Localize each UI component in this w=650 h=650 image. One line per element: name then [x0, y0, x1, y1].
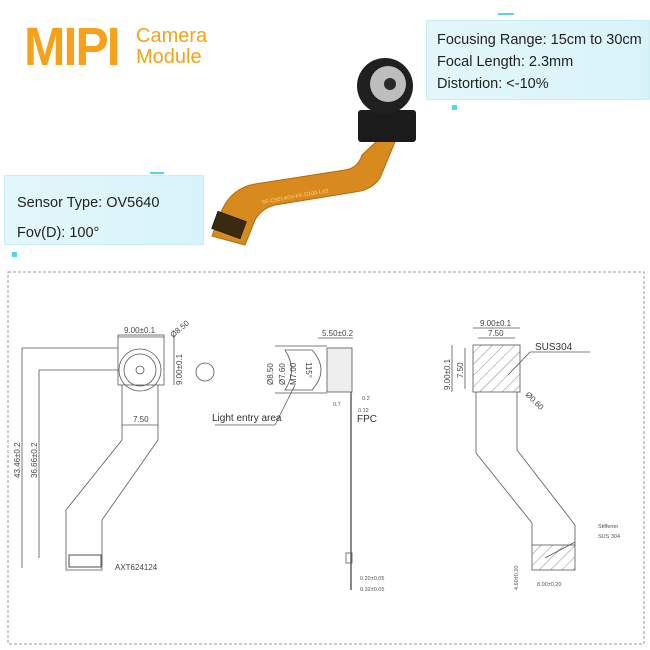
- projection-symbol-icon: [195, 362, 215, 382]
- dim-hole: Ø0.60: [524, 390, 546, 412]
- dim-d1: Ø8.50: [266, 363, 275, 385]
- sensor-box: Sensor Type: OV5640 Fov(D): 100°: [4, 175, 204, 245]
- brand-subtitle: Camera Module: [136, 26, 207, 68]
- dim-back-width: 9.00±0.1: [480, 319, 512, 328]
- dim-depth: 5.50±0.2: [322, 329, 354, 338]
- subtitle-line2: Module: [136, 46, 202, 68]
- dim-total-length: 43.46±0.2: [13, 442, 22, 478]
- dim-t3: 0.12: [358, 408, 369, 414]
- fov: Fov(D): 100°: [17, 225, 100, 241]
- lens-glass: [384, 78, 396, 90]
- front-view: [21, 334, 215, 571]
- dim-lens-dia: Ø8.50: [169, 318, 192, 339]
- fpc-outline: [65, 385, 159, 571]
- dim-back-inner-h: 7.50: [456, 362, 465, 378]
- dim-back-inner-w: 7.50: [488, 329, 504, 338]
- dim-front-width: 9.00±0.1: [124, 326, 156, 335]
- fpc-label: FPC: [357, 414, 377, 425]
- spec-box: Focusing Range: 15cm to 30cm Focal Lengt…: [426, 20, 650, 100]
- stiffener-label: Stiffener: [598, 524, 619, 530]
- side-view: [215, 337, 353, 590]
- decor-dot: [12, 252, 17, 257]
- brand-title: MIPI: [24, 17, 121, 77]
- material-label: SUS304: [535, 342, 573, 353]
- light-entry-label: Light entry area: [212, 413, 282, 424]
- dim-d2: Ø7.60: [278, 363, 287, 385]
- dim-b2: 0.32±0.05: [360, 587, 384, 593]
- dim-t1: 0.2: [362, 396, 370, 402]
- drawing-frame: [7, 271, 645, 645]
- dim-back-height: 9.00±0.1: [443, 358, 452, 390]
- subtitle-line1: Camera: [136, 25, 208, 47]
- fpc-back-outline: [475, 392, 576, 545]
- sus304-plate: [472, 344, 521, 393]
- dim-angle: 115°: [304, 362, 313, 378]
- distortion: Distortion: <-10%: [437, 76, 549, 92]
- decor-dash: [150, 172, 164, 174]
- stiffener-material: SUS 304: [598, 534, 620, 540]
- stiffener-plate: [531, 544, 576, 571]
- dim-center-length: 36.66±0.2: [30, 442, 39, 478]
- lens-cone: [284, 349, 322, 391]
- back-view: [451, 327, 590, 571]
- dim-neck: 7.50: [133, 415, 149, 424]
- lens-outline: [118, 348, 162, 392]
- fpc-connector: [211, 210, 247, 240]
- fpc-ribbon: [211, 137, 396, 246]
- dim-front-height: 9.00±0.1: [175, 353, 184, 385]
- dim-stiffener-height: 4.60±0.20: [514, 566, 520, 590]
- focusing-range: Focusing Range: 15cm to 30cm: [437, 32, 642, 48]
- sensor-type: Sensor Type: OV5640: [17, 195, 160, 211]
- camera-photo: SF-C5014OV-FF-D100-L43: [211, 58, 416, 246]
- connector-label: AXT624124: [115, 563, 158, 572]
- decor-dot: [452, 105, 457, 110]
- dim-b1: 0.20±0.05: [360, 576, 384, 582]
- focal-length: Focal Length: 2.3mm: [437, 54, 574, 70]
- connector-outline: [68, 554, 102, 568]
- decor-dash: [498, 13, 514, 15]
- dim-thread: M7.00: [289, 362, 298, 385]
- dim-t2: 0.7: [333, 402, 341, 408]
- sensor-housing: [358, 110, 416, 142]
- dim-stiffener-width: 8.00±0.20: [537, 582, 561, 588]
